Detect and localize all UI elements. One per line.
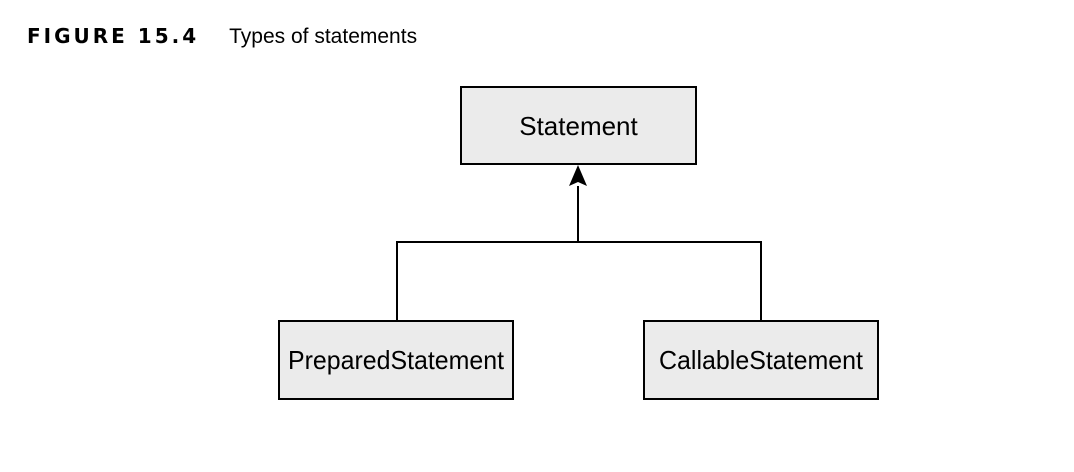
node-callable-statement: CallableStatement: [643, 320, 879, 400]
arrowhead-icon: [569, 165, 587, 186]
node-callable-statement-box: [643, 320, 879, 400]
node-prepared-statement-box: [278, 320, 514, 400]
inheritance-connector: [396, 165, 762, 321]
node-statement-label: Statement: [519, 111, 638, 141]
node-prepared-statement-label: PreparedStatement: [288, 345, 505, 375]
node-prepared-statement: PreparedStatement: [278, 320, 514, 400]
figure-label: FIGURE 15.4: [27, 24, 200, 48]
node-statement-box: [460, 86, 697, 165]
figure-caption: FIGURE 15.4 Types of statements: [27, 24, 417, 49]
figure-title: Types of statements: [229, 25, 418, 48]
node-statement: Statement: [460, 86, 697, 165]
node-callable-statement-label: CallableStatement: [659, 345, 864, 375]
